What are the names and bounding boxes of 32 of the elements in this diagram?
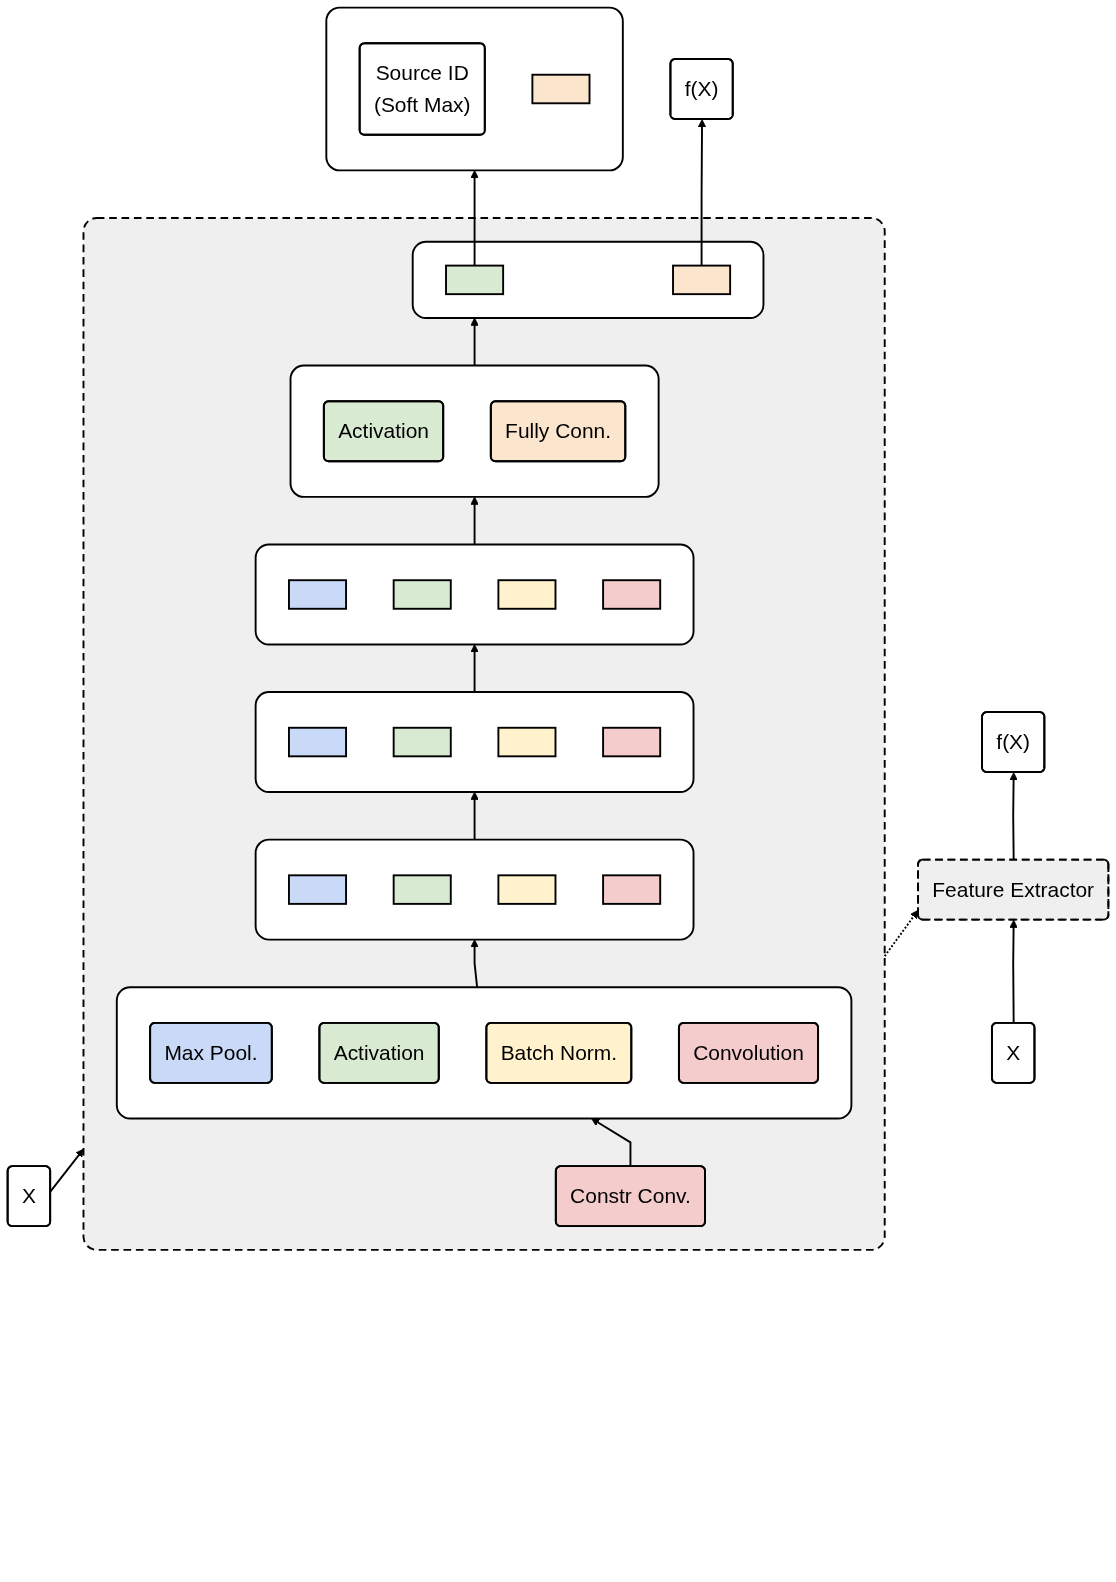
cluster [411,240,765,319]
node-bar [602,874,662,905]
arrow [883,909,919,958]
cluster [254,543,695,646]
cluster [82,217,886,1251]
arrow [470,170,479,267]
node-bar [602,726,662,758]
node-bar [531,73,591,105]
arrow [470,644,479,694]
node-bar [288,874,347,905]
node-bar [392,579,452,610]
arrow [470,791,479,841]
node-bar [672,264,732,296]
cluster [254,691,695,793]
cluster [325,6,624,172]
node-bar [602,579,662,610]
arrow [591,1118,632,1168]
node-bar [288,579,347,610]
node-bar [392,874,452,905]
arrow [470,496,479,546]
node-bar [497,579,557,610]
cluster [115,986,853,1120]
node-bar [445,264,505,296]
node-bar [497,726,557,758]
cluster [289,364,660,498]
node-bar [392,726,452,758]
arrow [470,939,479,989]
cluster [254,838,695,941]
arrow [697,119,707,267]
node-bar [288,726,347,758]
node-bar [497,874,557,905]
arrow [470,317,479,367]
